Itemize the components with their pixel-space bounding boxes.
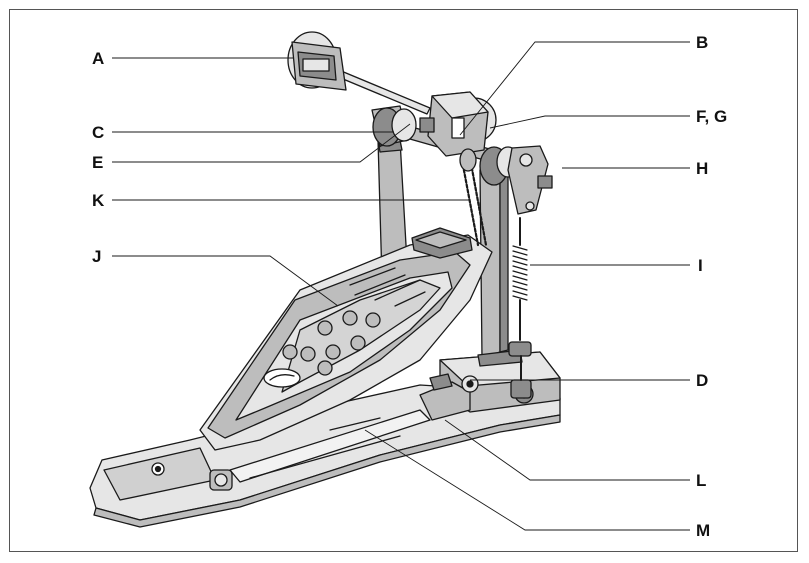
footboard-holes bbox=[282, 310, 381, 376]
base-plate bbox=[89, 384, 561, 528]
leader-lines bbox=[112, 41, 690, 531]
callout-label-e: E bbox=[92, 153, 104, 172]
figure-frame bbox=[9, 9, 798, 552]
footboard-logo bbox=[263, 368, 301, 388]
callout-label-c: C bbox=[92, 123, 105, 142]
spring-coils bbox=[512, 245, 528, 301]
callout-label-b: B bbox=[696, 33, 709, 52]
drive-chain bbox=[460, 156, 488, 247]
callout-label-h: H bbox=[696, 159, 709, 178]
callout-label-a: A bbox=[92, 49, 105, 68]
beater bbox=[287, 31, 347, 91]
callout-label-k: K bbox=[92, 191, 105, 210]
callout-label-d: D bbox=[696, 371, 709, 390]
spring-rocker bbox=[507, 145, 553, 215]
callout-label-i: I bbox=[698, 256, 703, 275]
heel-hinge bbox=[209, 469, 233, 491]
footboard-slots bbox=[349, 267, 426, 307]
toe-stop bbox=[411, 227, 473, 259]
callout-label-m: M bbox=[696, 521, 711, 540]
callout-label-fg: F, G bbox=[696, 107, 728, 126]
left-bearing bbox=[371, 105, 417, 147]
hinge-linkage bbox=[419, 373, 479, 421]
hub-block bbox=[419, 91, 489, 157]
heel-logo bbox=[151, 462, 165, 476]
callout-label-l: L bbox=[696, 471, 707, 490]
callout-label-j: J bbox=[92, 247, 102, 266]
